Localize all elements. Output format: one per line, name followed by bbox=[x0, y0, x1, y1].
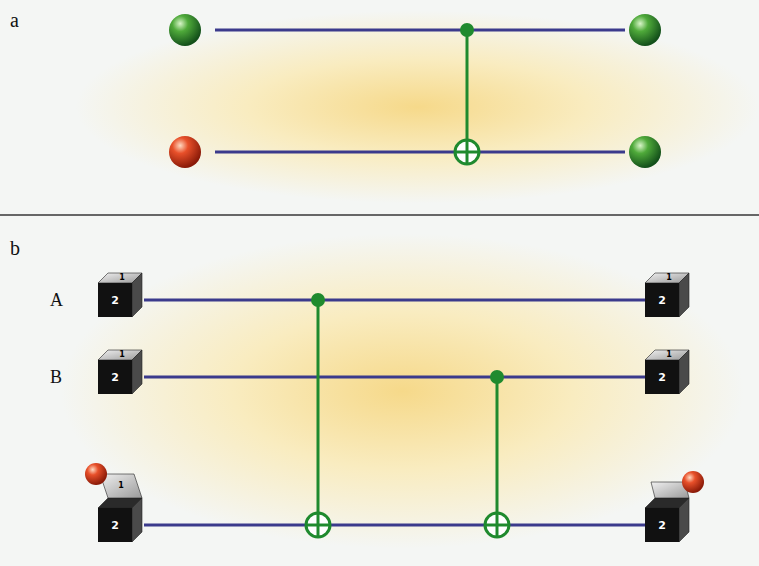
box-symbol bbox=[98, 496, 144, 542]
lid-number: 1 bbox=[119, 274, 125, 282]
box-node: 12 bbox=[645, 348, 691, 394]
lid-number: 1 bbox=[118, 482, 124, 490]
lid-number: 1 bbox=[666, 351, 672, 359]
qubit-label: A bbox=[50, 291, 63, 309]
qubit-wire bbox=[144, 525, 645, 526]
face-number: 2 bbox=[658, 295, 666, 306]
face-number: 2 bbox=[111, 372, 119, 383]
face-number: 2 bbox=[111, 520, 119, 531]
lid-number: 1 bbox=[666, 274, 672, 282]
box-node: 12 bbox=[98, 348, 144, 394]
qubit-label: B bbox=[50, 368, 62, 386]
face-number: 2 bbox=[658, 520, 666, 531]
box-node: 12 bbox=[98, 271, 144, 317]
lid-number: 1 bbox=[119, 351, 125, 359]
qubit-wire bbox=[144, 377, 645, 378]
face-number: 2 bbox=[111, 295, 119, 306]
box-node: 2 bbox=[645, 496, 691, 542]
box-node: 12 bbox=[98, 496, 144, 542]
qubit-wire bbox=[144, 300, 645, 301]
panel-letter: b bbox=[10, 238, 20, 258]
face-number: 2 bbox=[658, 372, 666, 383]
box-symbol bbox=[645, 496, 691, 542]
box-node: 12 bbox=[645, 271, 691, 317]
panel-letter: a bbox=[10, 10, 19, 30]
